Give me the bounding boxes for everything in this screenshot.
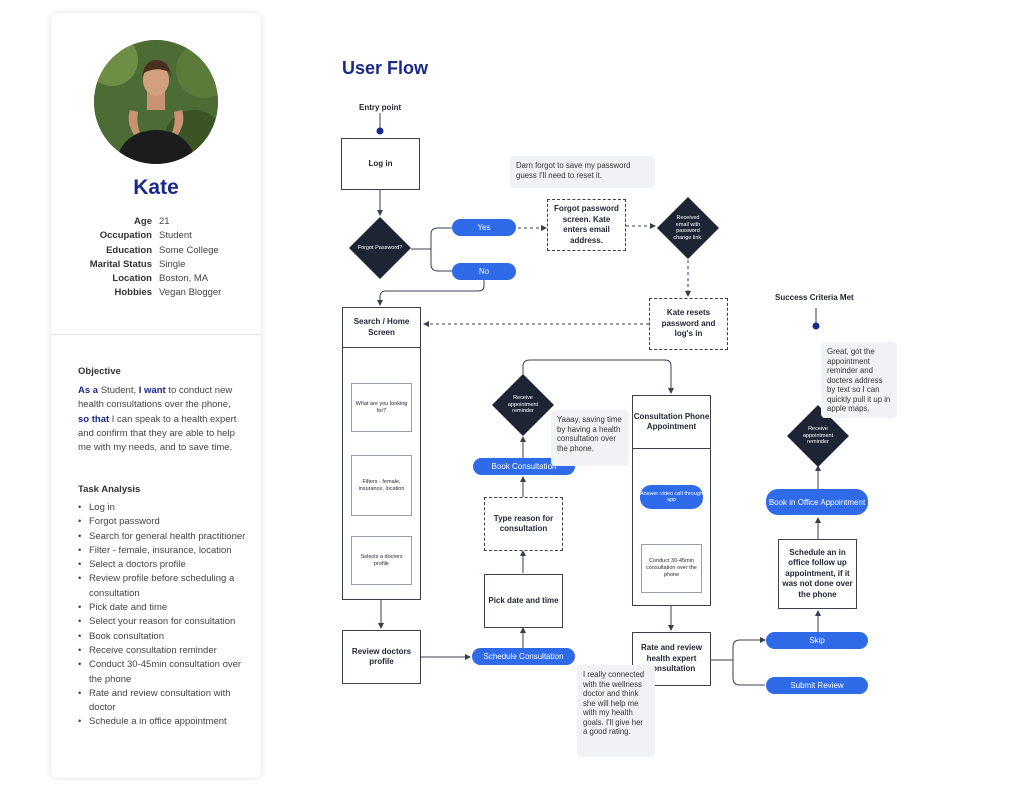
task-item: Book consultation (78, 630, 246, 645)
looking-for-step: What are you looking for? (351, 383, 412, 432)
objective-as-a: As a (78, 385, 99, 396)
pick-date-step: Pick date and time (484, 574, 563, 628)
receive-reminder-decision-2: Receive appointment reminder (787, 405, 849, 467)
receive-reminder-decision-1: Receive appointment reminder (492, 374, 554, 436)
fact-label: Education (106, 244, 152, 256)
consultation-phone-title: Consultation Phone Appointment (633, 396, 710, 449)
fact-value: Vegan Blogger (159, 287, 222, 299)
persona-facts: Age 21 Occupation Student Education Some Co… (51, 216, 261, 302)
schedule-consultation-pill: Schedule Consultation (472, 648, 575, 665)
review-profile-step: Review doctors profile (342, 630, 421, 684)
objective-i-want: I want (138, 385, 166, 396)
card-divider (51, 334, 261, 335)
task-item: Rate and review consultation with doctor (78, 687, 246, 716)
persona-name: Kate (133, 176, 179, 199)
note-forgot: Darn forgot to save my password guess I'… (510, 156, 655, 188)
task-item: Select your reason for consultation (78, 615, 246, 630)
submit-review-pill: Submit Review (766, 677, 868, 694)
task-item: Forgot password (78, 515, 246, 530)
task-item: Select a doctors profile (78, 558, 246, 573)
objective-text: As a Student, I want to conduct new heal… (78, 384, 243, 455)
persona-card: Kate Age 21 Occupation Student Education So… (51, 13, 261, 778)
task-item: Search for general health practitioner (78, 530, 246, 545)
fact-label: Age (134, 216, 152, 227)
task-item: Log in (78, 501, 246, 516)
fact-value: Student (159, 230, 192, 242)
forgot-password-decision: Forgot Password? (349, 217, 411, 279)
fact-value: 21 (159, 216, 170, 227)
objective-want-text: to conduct new health consultations over… (78, 385, 233, 411)
success-criteria-label: Success Criteria Met (775, 293, 854, 302)
search-home-title: Search / Home Screen (343, 308, 420, 348)
task-item: Pick date and time (78, 601, 246, 616)
fact-row: Location Boston, MA (51, 273, 261, 287)
fact-value: Some College (159, 244, 219, 256)
fact-row: Education Some College (51, 245, 261, 259)
receive-reminder-text-1: Receive appointment reminder (507, 395, 539, 415)
yes-pill: Yes (452, 219, 516, 236)
task-item: Filter - female, insurance, location (78, 544, 246, 559)
fact-value: Single (159, 258, 186, 270)
entry-point-label: Entry point (359, 103, 402, 112)
fact-label: Location (112, 273, 152, 285)
task-list: Log in Forgot password Search for genera… (78, 501, 246, 730)
objective-heading: Objective (78, 366, 121, 377)
note-connected: I really connected with the wellness doc… (577, 665, 655, 757)
forgot-password-text: Forgot Password? (357, 244, 403, 251)
objective-so-that: so that (78, 413, 110, 425)
receive-reminder-text-2: Receive appointment reminder (802, 426, 834, 446)
filters-step: Filters - female, insurance, location (351, 455, 412, 516)
answer-video-pill: Answer video call through app (640, 485, 703, 509)
log-in-step: Log in (341, 138, 420, 190)
fact-row: Hobbies Vegan Blogger (51, 287, 261, 301)
conduct-step: Conduct 30-45min consultation over the p… (641, 544, 702, 593)
fact-label: Marital Status (89, 258, 152, 270)
fact-label: Occupation (99, 230, 152, 242)
task-item: Conduct 30-45min consultation over the p… (78, 658, 246, 687)
flow-title: User Flow (342, 58, 429, 78)
fact-label: Hobbies (114, 287, 152, 299)
received-email-decision: Received email with password change link… (657, 197, 719, 259)
forgot-password-screen: Forgot password screen. Kate enters emai… (547, 199, 626, 251)
book-consultation-pill: Book Consultation (473, 458, 575, 475)
received-email-text: Received email with password change link… (673, 215, 703, 241)
schedule-office-step: Schedule an in office follow up appointm… (778, 539, 857, 609)
task-analysis-heading: Task Analysis (78, 484, 141, 495)
no-pill: No (452, 263, 516, 280)
kate-resets-step: Kate resets password and log's in (649, 298, 728, 350)
task-item: Receive consultation reminder (78, 644, 246, 659)
fact-value: Boston, MA (159, 273, 209, 285)
objective-role: Student, (98, 385, 139, 396)
note-great: Great, got the appointment reminder and … (821, 342, 897, 418)
fact-row: Age 21 (51, 216, 261, 230)
selects-profile-step: Selects a doctors profile (351, 536, 412, 585)
task-item: Review profile before scheduling a consu… (78, 572, 246, 601)
fact-row: Marital Status Single (51, 259, 261, 273)
note-saving: Yaaay, saving time by having a health co… (551, 410, 629, 466)
skip-pill: Skip (766, 632, 868, 649)
task-item: Schedule a in office appointment (78, 715, 246, 730)
fact-row: Occupation Student (51, 230, 261, 244)
type-reason-step: Type reason for consultation (484, 497, 563, 551)
book-office-pill: Book in Office Appointment (766, 489, 868, 515)
objective-so-text: I can speak to a health expert and confi… (78, 413, 237, 454)
